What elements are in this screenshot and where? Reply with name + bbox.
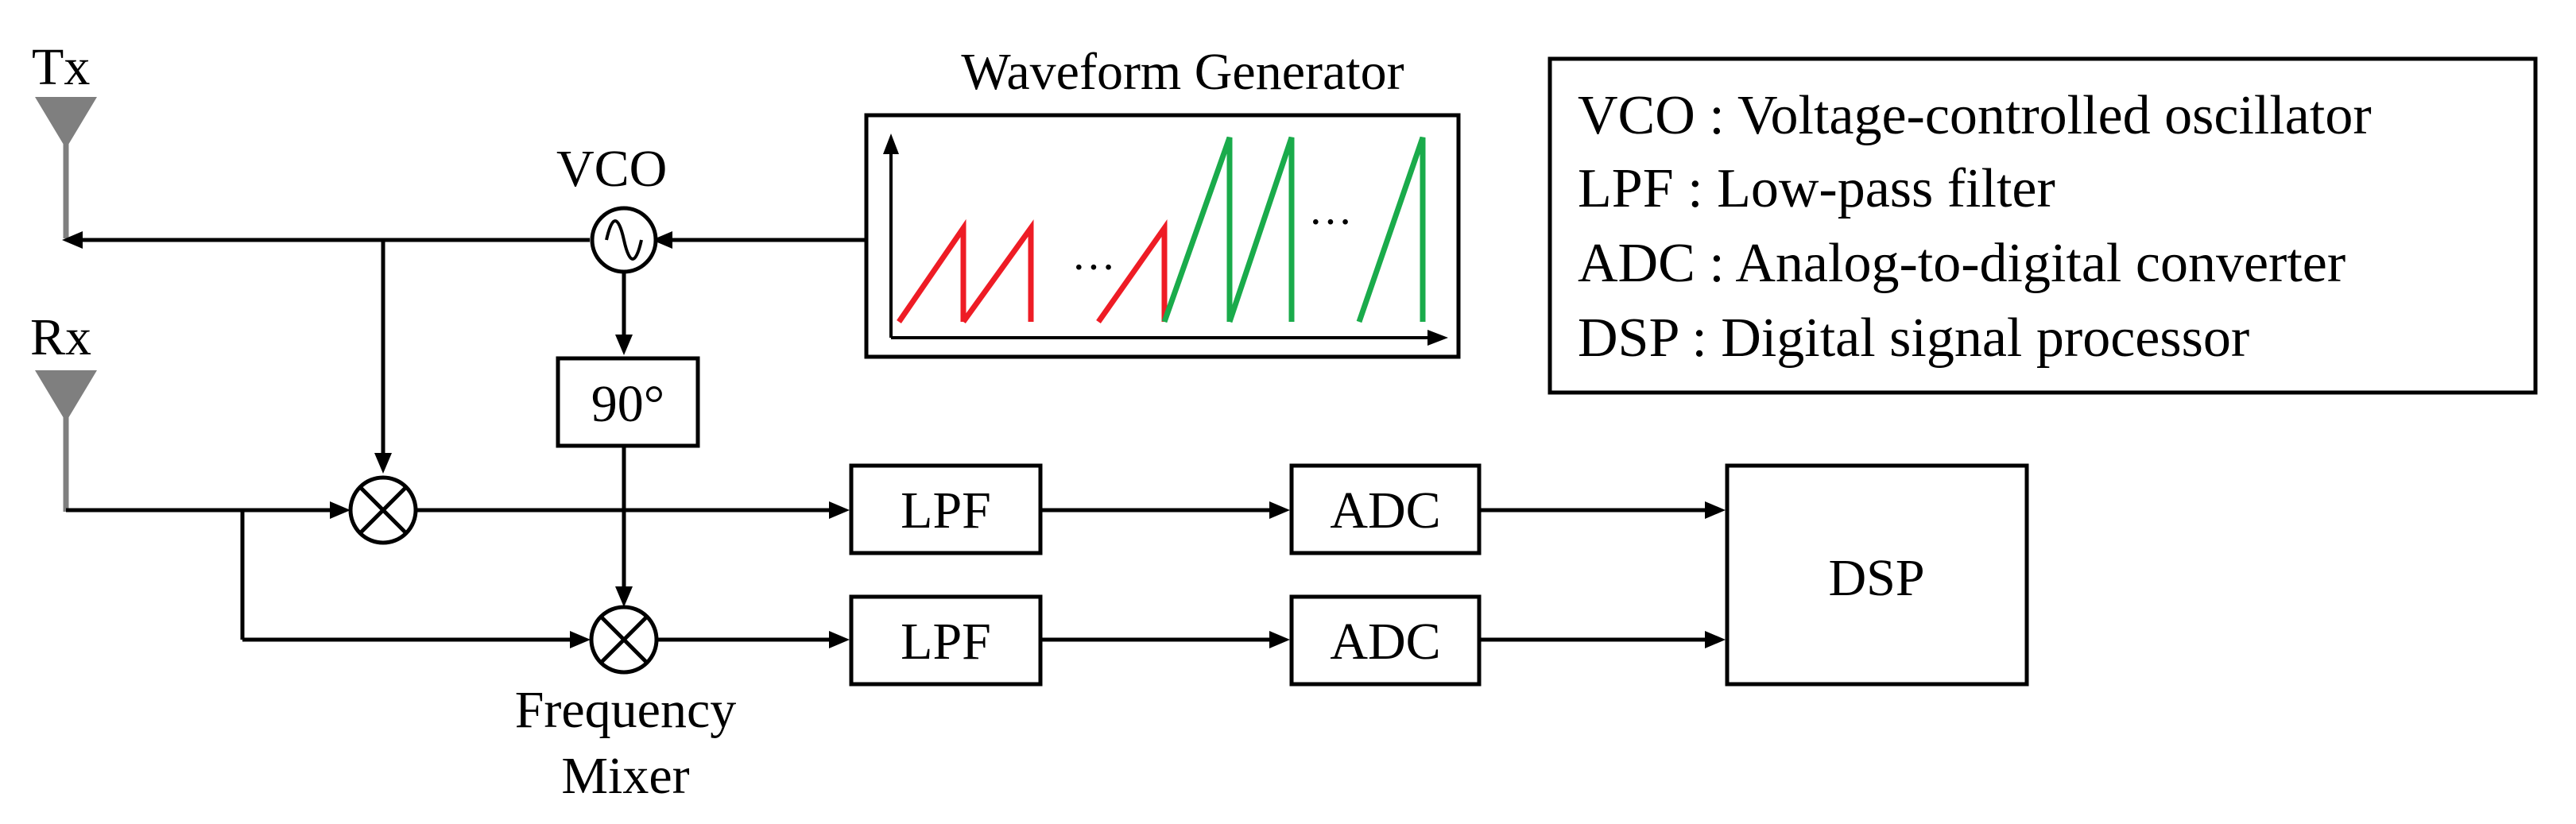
rx-antenna-icon: [35, 370, 97, 422]
lpf-lower-label: LPF: [901, 613, 991, 671]
waveform-generator-title: Waveform Generator: [961, 43, 1404, 101]
legend-entry-adc: ADC : Analog-to-digital converter: [1578, 233, 2346, 294]
rx-antenna: Rx: [30, 308, 97, 512]
adc-upper-label: ADC: [1330, 482, 1440, 540]
ellipsis-green: ···: [1308, 198, 1353, 247]
lpf-upper-label: LPF: [901, 482, 991, 540]
phase-shifter-box: [556, 356, 700, 448]
mixer-label-line2: Mixer: [561, 747, 689, 805]
ellipsis-red: ···: [1071, 243, 1116, 292]
chirp-ramp-fast: [1161, 136, 1426, 323]
phase-shifter-label: 90°: [591, 375, 664, 433]
tx-label: Tx: [32, 38, 90, 96]
sine-wave-icon: [605, 219, 643, 261]
legend-entry-dsp: DSP : Digital signal processor: [1578, 308, 2249, 369]
mixer-upper: [348, 475, 418, 545]
legend-entry-lpf: LPF : Low-pass filter: [1578, 158, 2055, 219]
legend-box: [1548, 56, 2538, 395]
ramp-segment: [897, 219, 966, 323]
ramp-segment: [1226, 136, 1295, 323]
tx-antenna: Tx: [32, 38, 97, 238]
ramp-segment: [961, 219, 1034, 324]
adc-lower-label: ADC: [1330, 613, 1440, 671]
ramp-segment: [1096, 219, 1168, 324]
vco-label: VCO: [556, 140, 667, 198]
dsp-label: DSP: [1828, 549, 1924, 607]
waveform-generator: Waveform Generator ··· ···: [864, 43, 1461, 359]
chirp-ramp-slow: [897, 219, 1168, 324]
lpf-lower: LPF: [849, 594, 1043, 687]
mixer-label-line1: Frequency: [515, 681, 737, 739]
mixer-lower: [589, 605, 659, 675]
ramp-segment: [1161, 136, 1233, 323]
legend-entry-vco: VCO : Voltage-controlled oscillator: [1578, 85, 2372, 146]
legend: VCO : Voltage-controlled oscillator LPF …: [1548, 56, 2538, 395]
dsp: DSP: [1725, 463, 2029, 687]
adc-upper: ADC: [1289, 463, 1482, 555]
lpf-upper: LPF: [849, 463, 1043, 555]
phase-shifter: 90°: [556, 356, 700, 448]
vco: VCO: [556, 140, 667, 274]
ramp-segment: [1356, 136, 1426, 323]
rx-label: Rx: [30, 308, 91, 366]
adc-lower: ADC: [1289, 594, 1482, 687]
tx-antenna-icon: [35, 97, 97, 149]
